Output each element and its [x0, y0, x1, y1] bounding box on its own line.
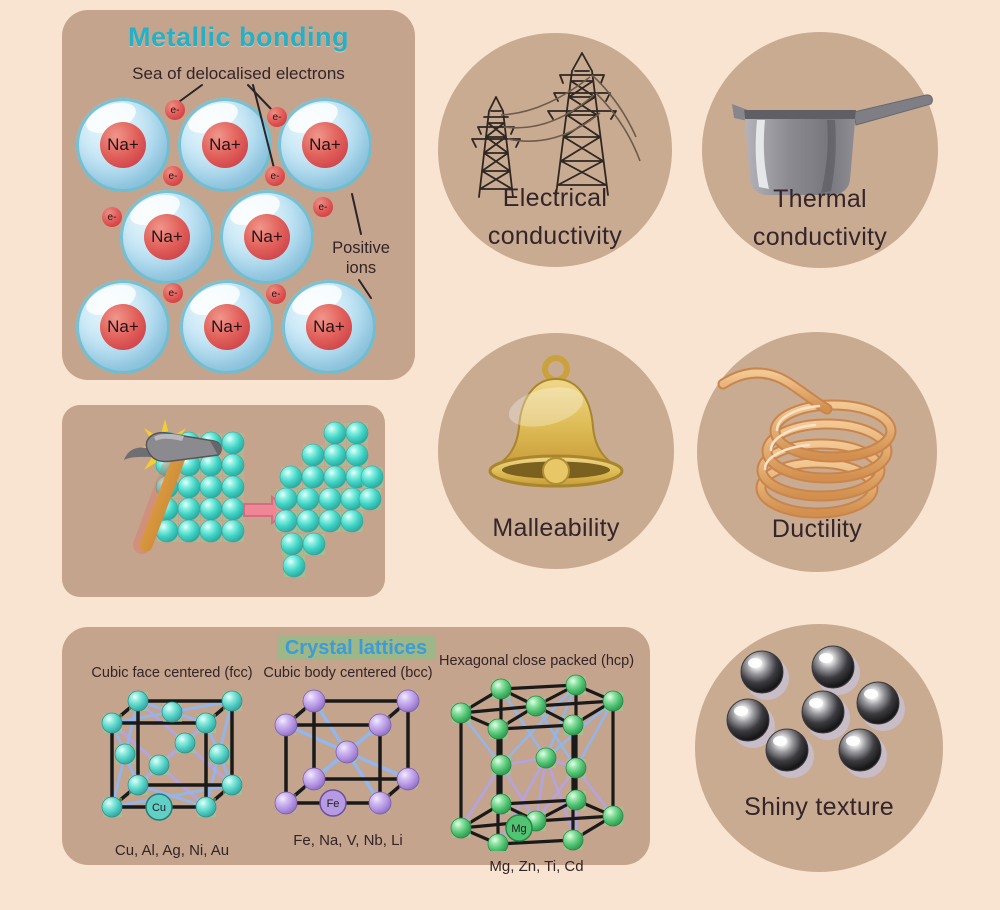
hcp-lattice-block: Hexagonal close packed (hcp) — [434, 653, 639, 875]
fcc-atom-label: Cu — [152, 802, 166, 814]
sodium-ion-label: Na+ — [244, 214, 290, 260]
shiny-texture-label: Shiny texture — [744, 792, 894, 821]
malleability-circle: Malleability — [438, 333, 674, 569]
electron: e- — [266, 284, 286, 304]
crystal-lattices-title: Crystal lattices — [62, 636, 650, 660]
electron: e- — [163, 166, 183, 186]
bcc-atom-label: Fe — [327, 798, 340, 810]
bcc-elements: Fe, Na, V, Nb, Li — [293, 832, 403, 849]
malleability-illustration-panel — [62, 405, 385, 597]
thermal-conductivity-label: Thermal conductivity — [752, 185, 888, 251]
sodium-ion: Na+ — [180, 280, 274, 374]
metal-lattice-after — [274, 421, 384, 578]
sodium-ion: Na+ — [178, 98, 272, 192]
fcc-lattice-icon: Cu — [101, 690, 243, 821]
electron: e- — [163, 283, 183, 303]
sodium-ion: Na+ — [76, 98, 170, 192]
ductility-circle: Ductility — [697, 332, 937, 572]
sodium-ion-label: Na+ — [100, 122, 146, 168]
metal-balls-icon — [726, 645, 906, 779]
thermal-conductivity-circle: Thermal conductivity — [702, 32, 938, 268]
power-towers-icon — [471, 52, 641, 198]
metallic-bonding-panel: Metallic bonding Sea of delocalised elec… — [62, 10, 415, 380]
fcc-header: Cubic face centered (fcc) — [91, 665, 253, 681]
sodium-ion-label: Na+ — [306, 304, 352, 350]
sodium-ion-label: Na+ — [100, 304, 146, 350]
electron: e- — [102, 207, 122, 227]
bcc-lattice-icon: Fe — [274, 689, 420, 817]
sodium-ion: Na+ — [120, 190, 214, 284]
sea-of-electrons-label: Sea of delocalised electrons — [132, 64, 345, 83]
sodium-ion-label: Na+ — [144, 214, 190, 260]
saucepan-icon — [732, 94, 933, 195]
bell-icon — [488, 355, 624, 488]
hcp-elements: Mg, Zn, Ti, Cd — [489, 858, 584, 875]
sodium-ion: Na+ — [282, 280, 376, 374]
hcp-atom-label: Mg — [511, 823, 526, 835]
hcp-header: Hexagonal close packed (hcp) — [438, 653, 635, 669]
electron: e- — [313, 197, 333, 217]
sodium-ion-label: Na+ — [202, 122, 248, 168]
fcc-elements: Cu, Al, Ag, Ni, Au — [114, 842, 230, 859]
electrical-conductivity-circle: Electrical conductivity — [438, 33, 672, 267]
electron: e- — [265, 166, 285, 186]
metallic-bonding-title: Metallic bonding — [128, 22, 349, 52]
electron: e- — [267, 107, 287, 127]
sodium-ion: Na+ — [220, 190, 314, 284]
sodium-ion-label: Na+ — [204, 304, 250, 350]
ductility-label: Ductility — [771, 514, 863, 543]
positive-ions-label: Positive ions — [332, 239, 390, 277]
crystal-lattices-title-text: Crystal lattices — [276, 636, 436, 660]
bcc-lattice-block: Cubic body centered (bcc) — [258, 665, 438, 849]
wire-coil-icon — [717, 367, 897, 519]
sodium-ion: Na+ — [76, 280, 170, 374]
bcc-header: Cubic body centered (bcc) — [263, 665, 433, 681]
sodium-ion-label: Na+ — [302, 122, 348, 168]
hammer-icon — [124, 431, 222, 554]
electrical-conductivity-label: Electrical conductivity — [487, 184, 623, 250]
crystal-lattices-panel: Crystal lattices Cubic face centered (fc… — [62, 627, 650, 875]
shiny-texture-circle: Shiny texture — [695, 624, 943, 872]
sodium-ion: Na+ — [278, 98, 372, 192]
electron: e- — [165, 100, 185, 120]
fcc-lattice-block: Cubic face centered (fcc) — [82, 665, 262, 859]
malleability-label: Malleability — [492, 513, 620, 542]
hammer-hitting-lattice-icon — [124, 419, 384, 578]
hcp-lattice-icon: Mg — [450, 674, 623, 855]
